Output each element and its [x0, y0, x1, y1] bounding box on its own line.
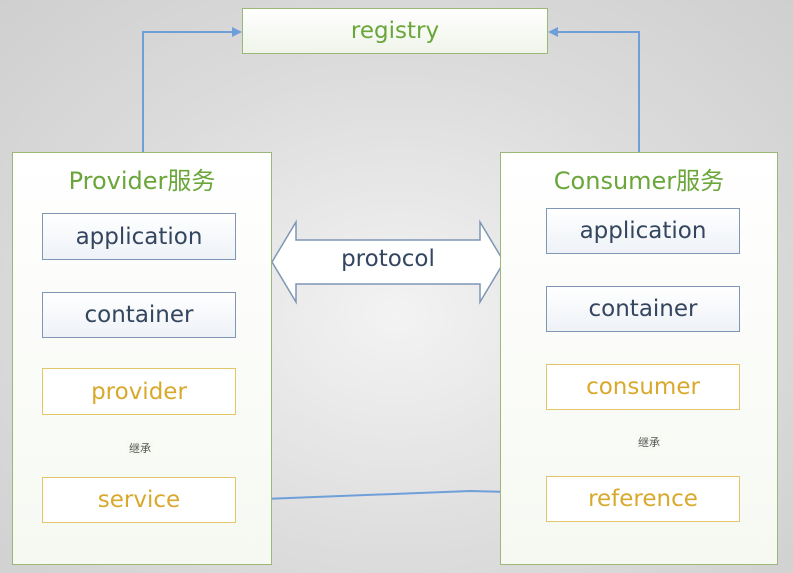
consumer-application-box: application	[546, 208, 740, 254]
protocol-label: protocol	[341, 246, 435, 272]
consumer-application-label: application	[579, 218, 707, 244]
service-label: service	[97, 487, 181, 513]
reference-label: reference	[588, 486, 698, 512]
consumer-panel-title: Consumer服务	[553, 167, 725, 195]
registry-label: registry	[350, 18, 440, 44]
provider-application-label: application	[75, 223, 203, 250]
consumer-box: consumer	[546, 364, 740, 410]
consumer-inherit-label: 继承	[636, 434, 662, 450]
provider-container-box: container	[42, 292, 236, 338]
provider-box: provider	[42, 368, 236, 415]
consumer-to-registry-arrow	[548, 27, 640, 152]
provider-to-registry-arrow	[142, 27, 242, 152]
service-box: service	[42, 477, 236, 523]
provider-application-box: application	[42, 213, 236, 260]
provider-container-label: container	[84, 302, 194, 328]
consumer-label: consumer	[586, 374, 700, 400]
consumer-container-box: container	[546, 286, 740, 332]
consumer-container-label: container	[588, 296, 698, 322]
reference-box: reference	[546, 476, 740, 522]
provider-label: provider	[91, 378, 187, 405]
provider-panel-title: Provider服务	[68, 167, 216, 195]
registry-box: registry	[242, 8, 548, 54]
provider-inherit-label: 继承	[127, 440, 153, 456]
